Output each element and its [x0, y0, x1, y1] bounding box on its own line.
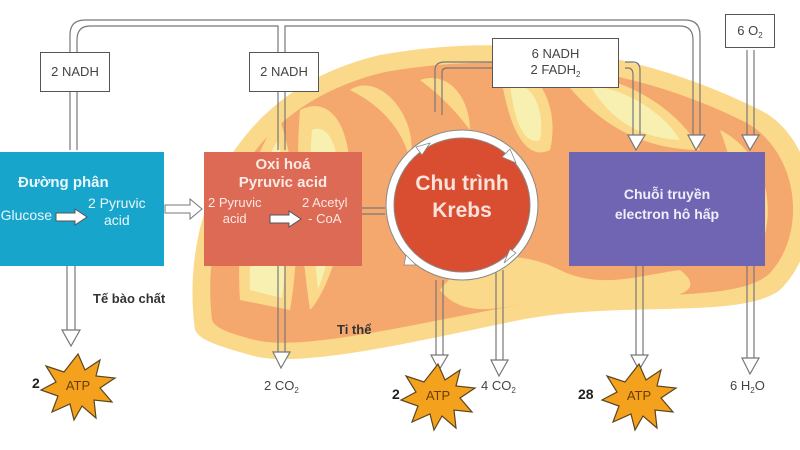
etc-title: Chuỗi truyền electron hô hấp	[614, 186, 720, 222]
electron-transport-chain-box: Chuỗi truyền electron hô hấp	[569, 152, 765, 266]
oxidation-title: Oxi hoá Pyruvic acid	[238, 156, 328, 191]
krebs-fadh-label: 2 FADH	[530, 62, 577, 77]
oxidation-nadh-label: 2 NADH	[260, 64, 308, 79]
oxygen-label: 6 O	[737, 23, 759, 38]
pyruvate-oxidation-box: Oxi hoá Pyruvic acid 2 Pyruvic acid 2 Ac…	[204, 152, 362, 266]
arrow-heads	[60, 134, 761, 378]
etc-atp-star: ATP	[599, 362, 679, 432]
glycolysis-input: Glucose	[0, 207, 52, 223]
krebs-title: Chu trình Krebs	[415, 172, 509, 222]
glycolysis-atp-count: 2	[32, 375, 40, 391]
krebs-nadh-label: 6 NADH	[531, 46, 580, 61]
krebs-co2-label: 4 CO2	[481, 378, 516, 395]
glycolysis-atp-star: ATP	[38, 352, 118, 422]
glycolysis-title: Đường phân	[18, 174, 109, 191]
glycolysis-box: Đường phân Glucose 2 Pyruvic acid	[0, 152, 164, 266]
water-label: 6 H2O	[730, 378, 765, 395]
krebs-cycle-circle	[385, 129, 539, 281]
oxidation-nadh-box: 2 NADH	[249, 52, 319, 92]
krebs-atp-count: 2	[392, 386, 400, 402]
oxidation-arrow-icon	[269, 210, 302, 228]
starburst-icon	[600, 362, 678, 432]
krebs-carriers-box: 6 NADH 2 FADH2	[492, 38, 619, 88]
pathway-lines	[66, 19, 755, 360]
glycolysis-nadh-label: 2 NADH	[51, 64, 99, 79]
mitochondrion-label: Ti thể	[337, 322, 372, 337]
starburst-icon	[399, 362, 477, 432]
oxidation-output: 2 Acetyl - CoA	[302, 195, 348, 226]
flow-arrows	[164, 197, 385, 221]
etc-atp-count: 28	[578, 386, 594, 402]
oxygen-box: 6 O2	[725, 14, 775, 48]
glycolysis-arrow-icon	[55, 208, 88, 226]
starburst-icon	[39, 352, 117, 422]
oxidation-input: 2 Pyruvic acid	[208, 195, 262, 226]
glycolysis-output: 2 Pyruvic acid	[88, 195, 146, 228]
krebs-atp-star: ATP	[398, 362, 478, 432]
oxidation-co2-label: 2 CO2	[264, 378, 299, 395]
glycolysis-nadh-box: 2 NADH	[40, 52, 110, 92]
cytoplasm-label: Tế bào chất	[93, 291, 166, 306]
